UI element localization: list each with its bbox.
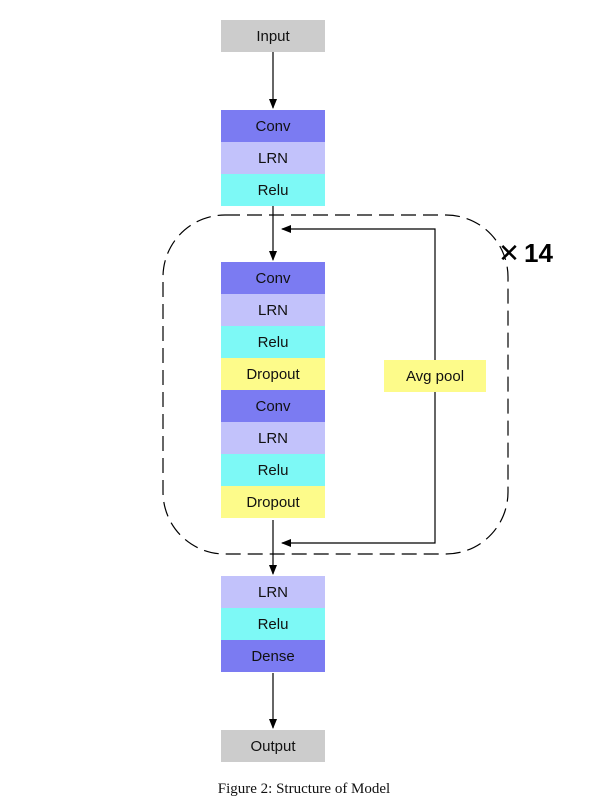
repeat-relu-block [221, 326, 325, 358]
repeat-dropout-block [221, 358, 325, 390]
stem-lrn-label: LRN [258, 150, 288, 167]
output-group: Output [221, 730, 325, 762]
stem-relu-label: Relu [258, 182, 289, 199]
repeat-lrn-block [221, 294, 325, 326]
head-conv-block [221, 640, 325, 672]
repeat-relu-label: Relu [258, 334, 289, 351]
stem-conv-label: Conv [255, 118, 291, 135]
avgpool-shortcut-line-lower [281, 392, 436, 547]
figure-caption: Figure 2: Structure of Model [217, 781, 391, 797]
stem-conv-block [221, 110, 325, 142]
input-io-label: Input [256, 28, 290, 45]
avgpool-label: Avg pool [406, 368, 464, 385]
input-group: Input [221, 20, 325, 52]
avgpool-block: Avg pool [384, 360, 486, 392]
stem-lrn-block [221, 142, 325, 174]
repeat-dropout-label: Dropout [246, 366, 300, 383]
repeat-conv-label: Conv [255, 270, 291, 287]
output-io-block [221, 730, 325, 762]
repeat-dropout-block [221, 486, 325, 518]
repeat-conv-block [221, 262, 325, 294]
repeat-lrn-label: LRN [258, 430, 288, 447]
repeat-conv-block [221, 390, 325, 422]
input-io-block [221, 20, 325, 52]
head-conv-label: Dense [251, 648, 294, 665]
head-lrn-block [221, 576, 325, 608]
repeat-relu-label: Relu [258, 462, 289, 479]
stem-relu-block [221, 174, 325, 206]
repeat-count-number: 14 [524, 238, 553, 268]
output-io-label: Output [250, 738, 296, 755]
avgpool-shortcut-line [281, 225, 436, 360]
repeat-relu-block [221, 454, 325, 486]
repeat-conv-label: Conv [255, 398, 291, 415]
repeat-lrn-label: LRN [258, 302, 288, 319]
repeat-boundary [162, 214, 509, 555]
repeat-lrn-block [221, 422, 325, 454]
head-relu-block [221, 608, 325, 640]
repeat-dropout-label: Dropout [246, 494, 300, 511]
head-lrn-label: LRN [258, 584, 288, 601]
repeat-count-symbol: ✕ [498, 239, 520, 269]
head-relu-label: Relu [258, 616, 289, 633]
